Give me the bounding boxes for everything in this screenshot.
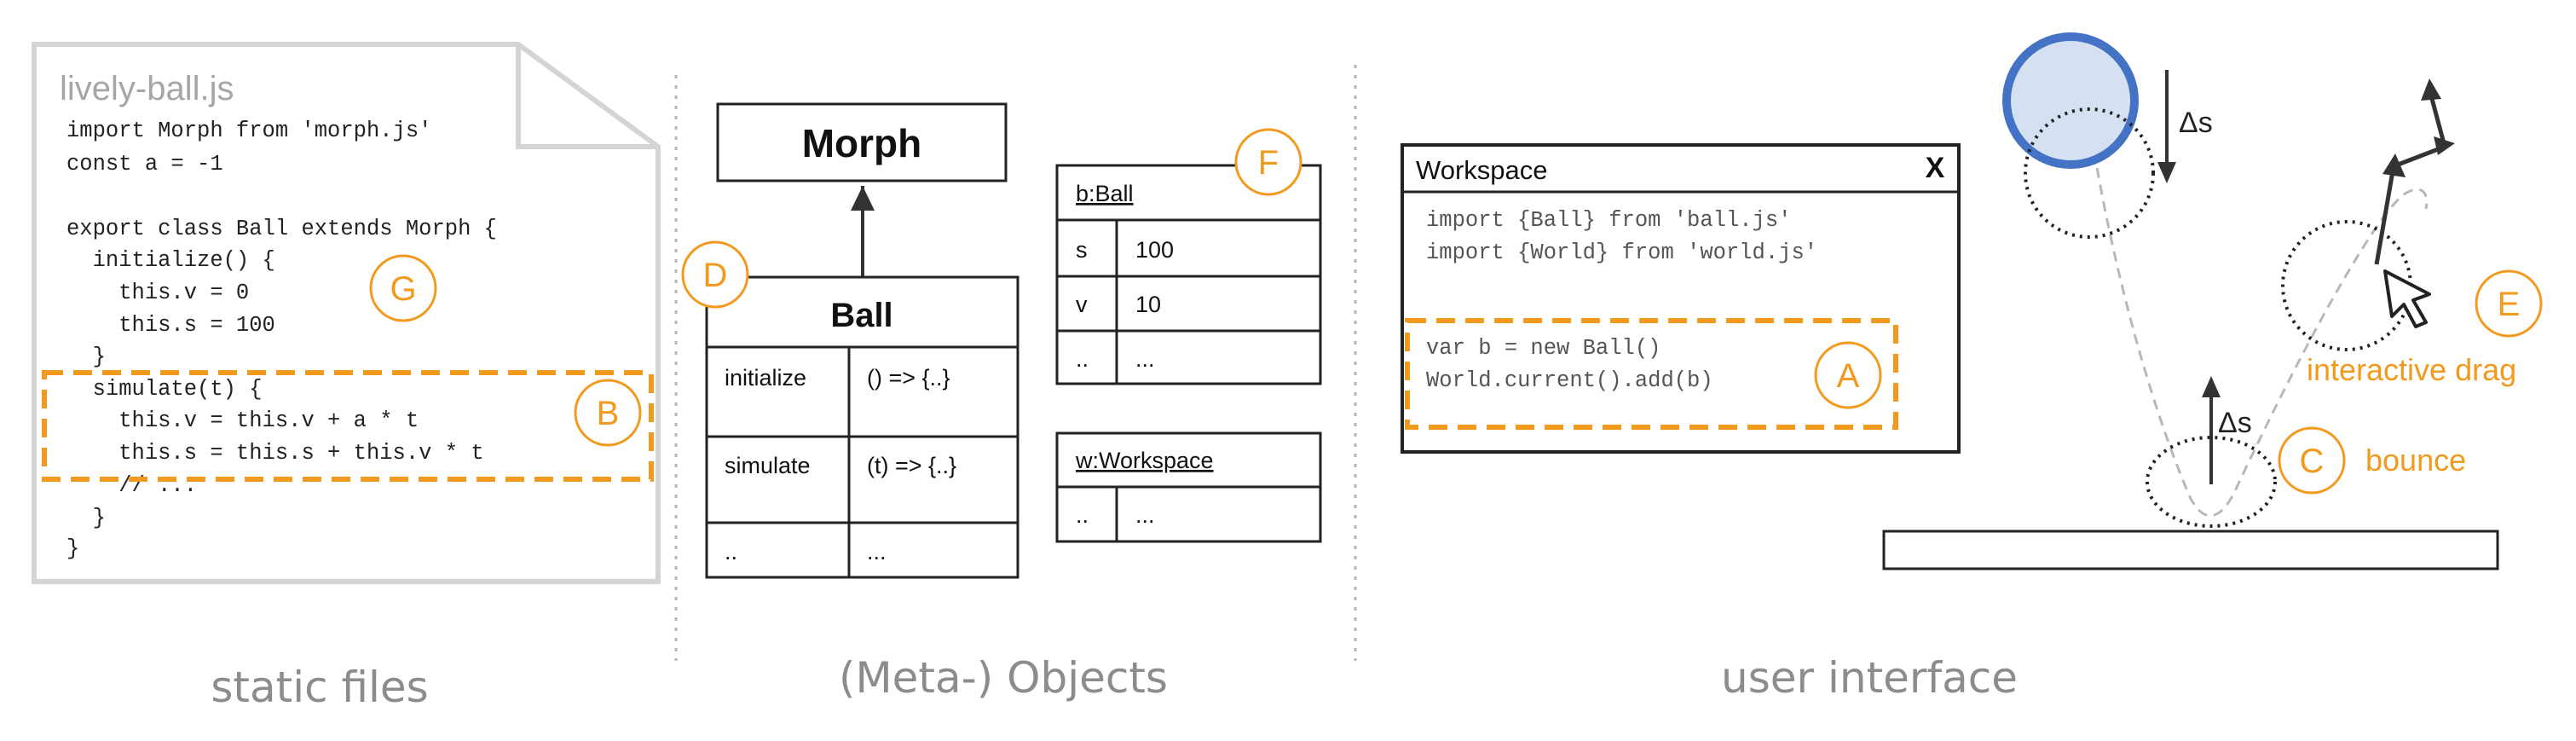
w-workspace-row-key: ..: [1076, 502, 1089, 528]
b-ball-row-key: s: [1076, 237, 1088, 263]
code-line: export class Ball extends Morph {: [66, 217, 497, 241]
morph-class-box: [716, 102, 1008, 182]
marker-B: B: [574, 379, 642, 447]
code-line: this.s = 100: [66, 313, 275, 338]
svg-text:C: C: [2300, 443, 2325, 480]
ball-row-key: simulate: [725, 453, 811, 478]
caption-static-files: static files: [211, 663, 428, 712]
code-line: initialize() {: [66, 248, 275, 273]
b-ball-row-key: v: [1076, 292, 1088, 317]
inheritance-arrow-head: [851, 186, 875, 211]
b-ball-row-value: 100: [1135, 237, 1174, 263]
marker-G: G: [369, 254, 437, 322]
svg-text:B: B: [597, 395, 620, 432]
drag-vector-head-right: [2434, 136, 2455, 155]
workspace-close-button[interactable]: X: [1926, 152, 1945, 184]
marker-E: E: [2475, 269, 2543, 338]
w-workspace-title: w:Workspace: [1075, 448, 1214, 473]
delta-s-top-label: Δs: [2179, 107, 2213, 139]
workspace-code-line: World.current().add(b): [1426, 368, 1713, 393]
morph-label: Morph: [802, 121, 922, 165]
w-workspace-row-value: ...: [1135, 502, 1155, 528]
ball: [2002, 32, 2139, 169]
caption-meta-objects: (Meta-) Objects: [839, 653, 1168, 703]
delta-s-up-arrow-head: [2202, 376, 2221, 397]
meta-objects-panel: Morph Ball initialize () => {..} simulat…: [681, 102, 1322, 703]
svg-text:F: F: [1258, 144, 1279, 182]
file-page-shape: [32, 42, 661, 584]
b-ball-instance-table: b:Ball s 100 v 10 .. ...: [1055, 164, 1322, 385]
code-line: }: [66, 506, 106, 530]
drag-vector-head-end: [2421, 78, 2441, 101]
ball-row-value: () => {..}: [867, 365, 950, 391]
drag-vector-path: [2374, 95, 2447, 265]
bounce-label: bounce: [2365, 443, 2466, 478]
ball-trajectory: [2082, 83, 2429, 518]
ball-ghost-falling: [2024, 107, 2155, 239]
file-code: import Morph from 'morph.js' const a = -…: [66, 119, 497, 561]
w-workspace-instance-table: w:Workspace .. ...: [1055, 431, 1322, 543]
highlight-simulate-box: [42, 370, 654, 482]
file-dog-ear: [516, 44, 658, 149]
code-line: }: [66, 536, 79, 561]
code-line: }: [66, 344, 106, 369]
workspace-window: Workspace X import {Ball} from 'ball.js'…: [1401, 143, 1961, 454]
delta-s-bottom-label: Δs: [2218, 407, 2252, 439]
drag-vector-head-mid: [2383, 153, 2406, 177]
ball-class-table: Ball initialize () => {..} simulate (t) …: [705, 275, 1019, 579]
workspace-code-line: import {Ball} from 'ball.js': [1426, 208, 1791, 233]
ball-row-key: initialize: [725, 365, 806, 391]
static-files-panel: lively-ball.js import Morph from 'morph.…: [32, 42, 661, 712]
code-line: const a = -1: [66, 152, 223, 177]
ball-row-value: (t) => {..}: [867, 453, 956, 478]
svg-text:A: A: [1837, 357, 1860, 395]
code-line: this.v = 0: [66, 281, 249, 305]
interactive-drag-label: interactive drag: [2307, 352, 2516, 387]
code-line: simulate(t) {: [66, 377, 263, 402]
marker-C: C: [2278, 426, 2346, 495]
ball-row-key: ..: [725, 539, 737, 564]
mouse-cursor-icon: [2383, 269, 2431, 328]
ground-platform: [1882, 530, 2499, 570]
marker-D: D: [681, 240, 749, 309]
b-ball-title: b:Ball: [1076, 181, 1134, 206]
workspace-code-line: import {World} from 'world.js': [1426, 240, 1817, 265]
ball-ghost-bounce: [2146, 436, 2277, 528]
b-ball-row-key: ..: [1076, 346, 1089, 372]
marker-F: F: [1234, 128, 1302, 196]
svg-text:G: G: [390, 270, 416, 308]
b-ball-row-value: 10: [1135, 292, 1161, 317]
file-name: lively-ball.js: [60, 70, 234, 107]
highlight-workspace-code: [1405, 318, 1898, 430]
workspace-code-line: var b = new Ball(): [1426, 336, 1661, 361]
delta-s-down-arrow-head: [2157, 162, 2176, 183]
user-interface-panel: Workspace X import {Ball} from 'ball.js'…: [1401, 32, 2543, 703]
svg-text:D: D: [703, 257, 728, 294]
caption-user-interface: user interface: [1721, 653, 2018, 703]
b-ball-row-value: ...: [1135, 346, 1155, 372]
code-line: this.v = this.v + a * t: [66, 408, 419, 433]
svg-text:E: E: [2498, 286, 2521, 323]
workspace-title: Workspace: [1416, 155, 1548, 185]
code-line: import Morph from 'morph.js': [66, 119, 431, 143]
ball-row-value: ...: [867, 539, 887, 564]
marker-A: A: [1814, 341, 1882, 409]
ball-class-title: Ball: [830, 297, 892, 334]
code-line: this.s = this.s + this.v * t: [66, 441, 484, 466]
